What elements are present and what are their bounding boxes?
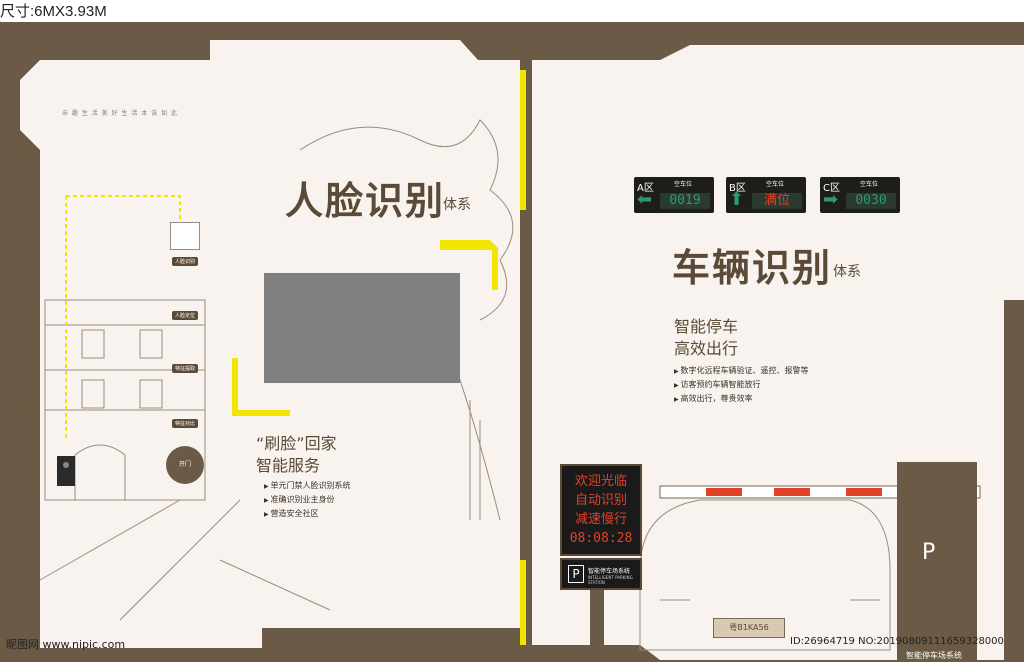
list-item: 数字化远程车辆验证、遥控、报警等 <box>674 364 809 378</box>
led-line: 减速慢行 <box>574 512 627 527</box>
pillar-label: 智能停车场系统 <box>906 651 962 660</box>
arrow-right-icon: ➡ <box>823 189 839 210</box>
list-item: 营造安全社区 <box>264 507 351 521</box>
led-clock: 08:08:28 <box>569 531 633 546</box>
face-title-suffix: 体系 <box>443 197 471 213</box>
sign-zone: A区 <box>637 183 654 194</box>
sign-label: 空车位 <box>860 181 879 188</box>
car-slogan: 智能停车 高效出行 <box>674 316 738 360</box>
sign-label: 空车位 <box>674 181 693 188</box>
led-base: P 智能停车场系统 INTELLIGENT PARKING STATION <box>560 558 642 590</box>
car-slogan-line2: 高效出行 <box>674 339 739 358</box>
sign-zone: B区 <box>729 183 746 194</box>
list-item: 准确识别业主身份 <box>264 493 351 507</box>
parking-sign-a: A区 空车位 ⬅ 0019 <box>634 177 714 213</box>
led-base-title: 智能停车场系统 <box>588 568 631 575</box>
parking-sign-c: C区 空车位 ➡ 0030 <box>820 177 900 213</box>
led-base-sub: INTELLIGENT PARKING STATION <box>588 575 633 585</box>
car-bullets: 数字化远程车辆验证、遥控、报警等 访客预约车辆智能放行 高效出行，尊贵效率 <box>674 364 809 406</box>
arrow-up-icon: ⬆ <box>729 189 745 210</box>
face-scan-icon <box>170 222 200 250</box>
sign-label: 空车位 <box>766 181 785 188</box>
left-tagline: 亲 趣 生 活 美 好 生 活 本 该 如 此 <box>62 110 178 117</box>
size-note: 尺寸:6MX3.93M <box>0 3 107 20</box>
car-title: 车辆识别 <box>672 246 833 290</box>
license-plate: 粤B1KA56 <box>713 618 785 638</box>
sign-zone: C区 <box>823 183 840 194</box>
led-display: 欢迎光临 自动识别 减速慢行 08:08:28 <box>560 464 642 556</box>
face-title: 人脸识别 <box>285 179 446 223</box>
car-title-suffix: 体系 <box>833 264 861 280</box>
face-slogan: “刷脸”回家 智能服务 <box>256 433 337 477</box>
face-slogan-line1: “刷脸”回家 <box>256 434 337 453</box>
image-placeholder <box>264 273 460 383</box>
watermark-left: 昵图网 www.nipic.com <box>6 638 126 651</box>
parking-icon: P <box>568 565 584 583</box>
door-open-badge: 开门 <box>166 446 204 484</box>
list-item: 高效出行，尊贵效率 <box>674 392 809 406</box>
list-item: 单元门禁人脸识别系统 <box>264 479 351 493</box>
sign-value: 满位 <box>752 193 802 209</box>
led-line: 欢迎光临 <box>574 474 627 489</box>
watermark-right: ID:26964719 NO:20190809111659328000 <box>790 636 1004 647</box>
step-label: 特征对比 <box>172 419 199 428</box>
face-slogan-line2: 智能服务 <box>256 456 321 475</box>
arrow-left-icon: ⬅ <box>637 189 653 210</box>
step-label: 人脸定位 <box>172 311 199 320</box>
parking-sign-b: B区 空车位 ⬆ 满位 <box>726 177 806 213</box>
list-item: 访客预约车辆智能放行 <box>674 378 809 392</box>
face-bullets: 单元门禁人脸识别系统 准确识别业主身份 营造安全社区 <box>264 479 351 521</box>
step-label: 特征提取 <box>172 364 199 373</box>
car-slogan-line1: 智能停车 <box>674 317 739 336</box>
sign-value: 0019 <box>660 193 710 209</box>
sign-value: 0030 <box>846 193 896 209</box>
led-line: 自动识别 <box>574 493 627 508</box>
step-label: 人脸识别 <box>172 257 199 266</box>
parking-icon: P <box>922 540 936 565</box>
